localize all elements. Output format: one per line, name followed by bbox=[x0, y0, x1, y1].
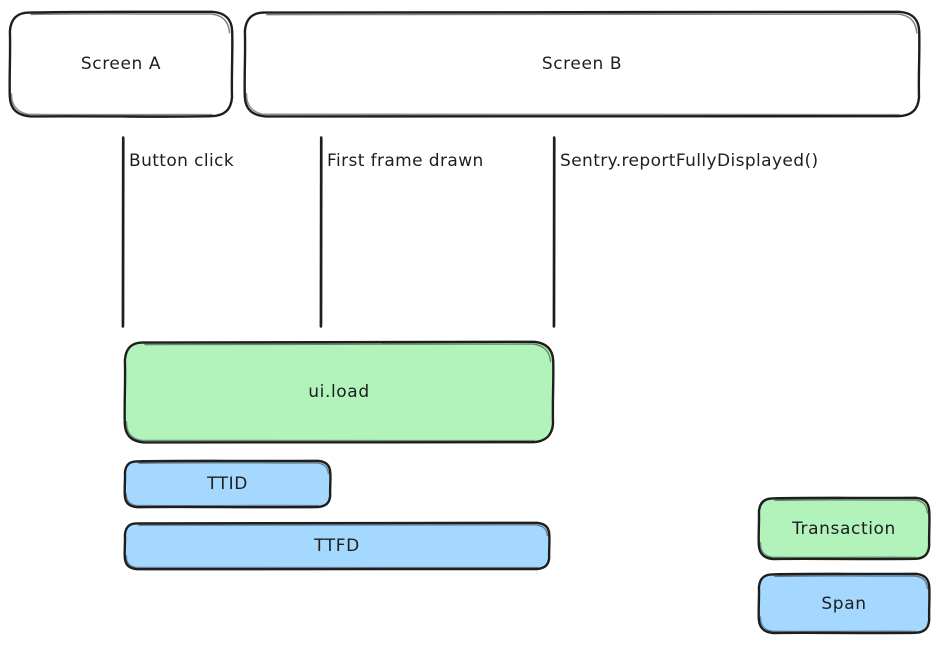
marker-label-first-frame-drawn: First frame drawn bbox=[327, 151, 484, 171]
marker-line-report-fully-displayed bbox=[549, 136, 559, 328]
bar-ttid-outline bbox=[123, 459, 332, 509]
vertical-rule-icon bbox=[552, 136, 556, 328]
screen-a-box[interactable]: Screen A bbox=[8, 10, 234, 118]
legend-transaction-outline bbox=[757, 496, 931, 561]
bar-ttfd[interactable]: TTFD bbox=[123, 521, 551, 571]
diagram-title: Sentry mobile screen-load timeline: TTID… bbox=[0, 21, 1, 22]
bar-ttid[interactable]: TTID bbox=[123, 459, 332, 509]
screen-a-outline bbox=[8, 10, 234, 118]
legend-item-span[interactable]: Span bbox=[757, 572, 931, 635]
bar-ttfd-outline bbox=[123, 521, 551, 571]
legend-span-outline bbox=[757, 572, 931, 635]
legend-item-transaction[interactable]: Transaction bbox=[757, 496, 931, 561]
bar-ui-load-outline bbox=[123, 340, 555, 444]
screen-b-box[interactable]: Screen B bbox=[243, 10, 921, 118]
marker-label-button-click: Button click bbox=[129, 151, 235, 171]
vertical-rule-icon bbox=[319, 136, 323, 328]
marker-label-report-fully-displayed: Sentry.reportFullyDisplayed() bbox=[560, 151, 819, 171]
screen-b-outline bbox=[243, 10, 921, 118]
marker-line-button-click bbox=[118, 136, 128, 328]
bar-ui-load[interactable]: ui.load bbox=[123, 340, 555, 444]
vertical-rule-icon bbox=[121, 136, 125, 328]
marker-line-first-frame-drawn bbox=[316, 136, 326, 328]
